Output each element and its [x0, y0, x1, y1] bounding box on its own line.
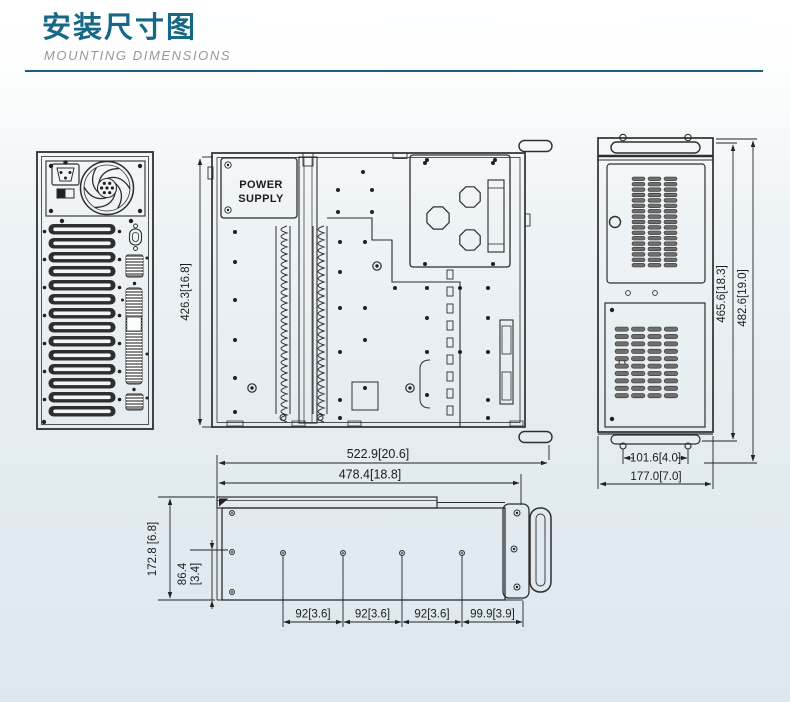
drive-bay — [409, 154, 511, 268]
dim-top-view-width: 426.3[16.8] — [180, 156, 213, 428]
dim-label-right-width: 177.0[7.0] — [630, 471, 681, 483]
dim-label-spacing-2: 92[3.6] — [355, 609, 390, 621]
dim-right-view-hole-spacing: 101.6[4.0] — [622, 449, 689, 465]
dim-label-total-depth: 522.9[20.6] — [347, 447, 410, 461]
handle-top-right-view — [610, 141, 701, 154]
dim-total-depth: 522.9[20.6] — [216, 445, 550, 499]
dim-label-outer-height: 482.6[19.0] — [737, 269, 749, 327]
dim-label-spacing-4: 99.9[3.9] — [470, 609, 515, 621]
dim-height: 172.8 [6.8] — [147, 496, 215, 601]
dim-right-view-width: 177.0[7.0] — [597, 436, 714, 489]
fan-icon — [79, 160, 135, 216]
dim-right-view-outer-height: 482.6[19.0] — [704, 138, 757, 464]
handle-top — [518, 139, 553, 153]
dim-label-height: 172.8 [6.8] — [147, 522, 159, 576]
dim-label-spacing-3: 92[3.6] — [414, 609, 449, 621]
dim-body-depth: 478.4[18.8] — [218, 468, 522, 505]
rear-view — [36, 151, 154, 430]
power-supply-box: POWER SUPPLY — [220, 157, 298, 219]
dim-right-view-inner-height: 465.6[18.3] — [702, 142, 737, 442]
dim-hole-spacings: 92[3.6] 92[3.6] 92[3.6] 99.9[3.9] — [282, 556, 524, 627]
power-supply-label-1: POWER — [239, 179, 283, 191]
dim-label-spacing-1: 92[3.6] — [295, 609, 330, 621]
header-divider — [25, 70, 763, 72]
dim-label-top-view-width: 426.3[16.8] — [180, 263, 192, 321]
dim-half-height: 86.4 [3.4] — [177, 540, 228, 609]
page-title: 安装尺寸图 — [42, 12, 198, 44]
rear-connectors — [121, 223, 149, 411]
power-switch-icon — [56, 188, 75, 199]
handle-bottom — [518, 430, 553, 444]
right-view: 465.6[18.3] 482.6[19.0] 101.6[4.0] 17 — [597, 133, 757, 489]
dim-label-half-height-value: 86.4 — [177, 562, 189, 585]
dim-label-inner-height: 465.6[18.3] — [716, 265, 728, 323]
page-subtitle: MOUNTING DIMENSIONS — [44, 48, 232, 64]
ac-inlet-icon — [51, 160, 80, 186]
dim-label-hole-spacing: 101.6[4.0] — [630, 453, 681, 465]
dim-label-body-depth: 478.4[18.8] — [339, 468, 402, 482]
handle-side-view — [529, 507, 552, 593]
dim-label-half-height-bracket: [3.4] — [190, 563, 202, 585]
power-supply-label-2: SUPPLY — [238, 193, 284, 205]
top-view: POWER SUPPLY — [180, 139, 553, 444]
page-header: 安装尺寸图 MOUNTING DIMENSIONS — [42, 12, 231, 63]
bottom-view: 522.9[20.6] 478.4[18.8] — [147, 445, 552, 627]
